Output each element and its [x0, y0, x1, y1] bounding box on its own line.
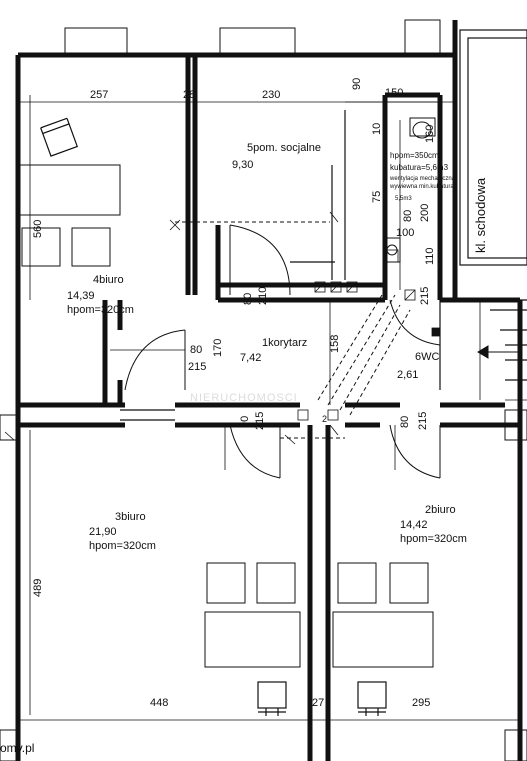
walls — [15, 20, 523, 761]
dim-2: 2 — [322, 414, 328, 424]
dim-160: 160 — [424, 124, 436, 143]
dim-215a: 215 — [419, 286, 431, 305]
room-area-socjalne: 9,30 — [232, 159, 254, 171]
dim-448: 448 — [150, 697, 169, 709]
dim-215c: 215 — [254, 411, 266, 430]
dim-75: 75 — [371, 190, 383, 203]
stairs — [479, 300, 527, 401]
room-area-biuro2: 14,42 — [400, 519, 428, 531]
dim-295: 295 — [412, 697, 431, 709]
room-area-biuro3: 21,90 — [89, 526, 117, 538]
dim-10: 10 — [371, 122, 383, 135]
dim-489: 489 — [32, 578, 44, 597]
dim-215b: 215 — [188, 361, 207, 373]
dim-560: 560 — [32, 219, 44, 238]
room-label-biuro2: 2biuro — [425, 504, 456, 516]
room-label-biuro4: 4biuro — [93, 274, 124, 286]
dim-200: 200 — [419, 203, 431, 222]
wc-vent-line2: wywiewna min.kubatura — [390, 184, 454, 190]
dim-28: 28 — [183, 89, 196, 101]
dim-110: 110 — [424, 247, 436, 265]
door-swings — [124, 224, 441, 479]
room-area-wc: 2,61 — [397, 369, 419, 381]
dim-170: 170 — [212, 338, 224, 357]
dashed-lines — [175, 120, 411, 439]
dim-215d: 215 — [417, 411, 429, 430]
desks — [19, 164, 434, 668]
footer-text: omy.pl — [0, 741, 35, 755]
room-label-socjalne: 5pom. socjalne — [247, 142, 321, 154]
dim-100: 100 — [396, 227, 415, 239]
dim-27: 27 — [312, 697, 325, 709]
wc-vent-line1: wentylacja mechaniczna — [390, 176, 456, 182]
dim-150: 150 — [385, 87, 404, 99]
dimension-lines — [18, 95, 520, 721]
wc-vent-line3: 5,5m3 — [395, 196, 412, 202]
room-height-biuro3: hpom=320cm — [89, 540, 156, 552]
dim-230: 230 — [262, 89, 281, 101]
room-label-korytarz: 1korytarz — [262, 337, 308, 349]
room-area-biuro4: 14,39 — [67, 290, 95, 302]
dim-210: 210 — [257, 286, 269, 305]
room-height-wc: hpom=350cm — [390, 151, 439, 160]
wc-arrow — [477, 345, 520, 359]
dim-80d: 80 — [399, 415, 411, 428]
room-area-korytarz: 7,42 — [240, 352, 262, 364]
stairs-label: kl. schodowa — [473, 177, 488, 253]
dim-158: 158 — [329, 334, 341, 353]
dim-257: 257 — [90, 89, 109, 101]
room-height-biuro2: hpom=320cm — [400, 533, 467, 545]
watermark: NIERUCHOMOSCI — [190, 392, 298, 404]
room-height-biuro4: hpom=320cm — [67, 304, 134, 316]
room-label-wc: 6WC — [415, 351, 440, 363]
chairs — [40, 117, 387, 716]
dim-80b: 80 — [242, 292, 254, 305]
room-volume-wc: kubatura=5,6m3 — [390, 163, 449, 172]
dim-80a: 80 — [402, 209, 414, 222]
room-label-biuro3: 3biuro — [115, 511, 146, 523]
vent-boxes — [297, 249, 441, 421]
dim-80c: 80 — [190, 344, 203, 356]
dim-90: 90 — [351, 77, 363, 90]
dim-90b: 90 — [239, 415, 251, 428]
